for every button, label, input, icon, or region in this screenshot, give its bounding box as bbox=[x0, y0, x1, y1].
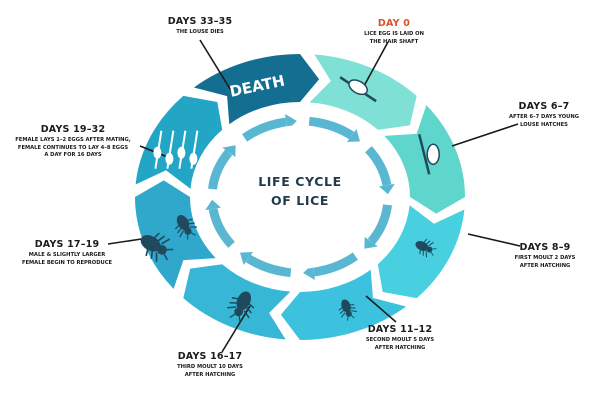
stage-days33-35: DAYS 33–35 THE LOUSE DIES bbox=[145, 16, 255, 37]
stage-desc-line: AFTER 6–7 DAYS YOUNG bbox=[509, 114, 579, 120]
inner-ring-arc bbox=[367, 204, 392, 245]
stage-desc-line: A DAY FOR 16 DAYS bbox=[44, 152, 102, 159]
stage-title: DAYS 8–9 bbox=[519, 242, 571, 253]
stage-desc-line: THE HAIR SHAFT bbox=[369, 38, 419, 45]
inner-ring-arrowhead bbox=[205, 199, 221, 211]
stage-title: DAYS 11–12 bbox=[367, 324, 433, 335]
inner-ring-arrowhead bbox=[303, 264, 315, 280]
stage-days17-19: DAYS 17–19 MALE & SLIGHTLY LARGER FEMALE… bbox=[8, 239, 126, 267]
inner-ring-arrowhead bbox=[222, 145, 236, 157]
inner-ring-arc bbox=[208, 207, 235, 248]
stage-title: DAYS 17–19 bbox=[34, 239, 100, 250]
louse-pair-icon bbox=[140, 215, 197, 262]
stage-days16-17: DAYS 16–17 THIRD MOULT 10 DAYS AFTER HAT… bbox=[155, 351, 265, 379]
stage-desc-line: FEMALE BEGIN TO REPRODUCE bbox=[21, 259, 113, 266]
inner-ring-arrowhead bbox=[364, 237, 378, 249]
cycle-segment-days19_32 bbox=[135, 95, 223, 189]
eggs-on-hairs-icon bbox=[153, 130, 199, 169]
stage-desc-line: AFTER HATCHING bbox=[374, 344, 426, 351]
connector-line-days11_12 bbox=[365, 295, 397, 323]
center-title-line2: OF LICE bbox=[270, 193, 330, 209]
stage-days6-7: DAYS 6–7 AFTER 6–7 DAYS YOUNG LOUSE HATC… bbox=[490, 101, 598, 129]
stage-title: DAYS 33–35 bbox=[167, 16, 233, 27]
center-title-line1: LIFE CYCLE bbox=[258, 174, 342, 189]
inner-ring-arrowhead bbox=[285, 114, 297, 130]
stage-days11-12: DAYS 11–12 SECOND MOULT 5 DAYS AFTER HAT… bbox=[345, 324, 455, 352]
stage-desc-line: FEMALE LAYS 1–2 EGGS AFTER MATING, bbox=[15, 137, 131, 143]
stage-desc-line: LOUSE HATCHES bbox=[520, 121, 568, 128]
stage-desc-line: FEMALE CONTINUES TO LAY 4–8 EGGS bbox=[17, 144, 129, 151]
stage-desc-line: LICE EGG IS LAID ON bbox=[364, 31, 424, 37]
inner-ring-arrowhead bbox=[379, 183, 395, 195]
hatching-egg-icon bbox=[417, 133, 440, 175]
stage-title: DAYS 16–17 bbox=[177, 351, 243, 362]
inner-ring-arc bbox=[208, 149, 233, 190]
inner-ring-arc bbox=[313, 252, 358, 277]
connector-line-days8_9 bbox=[467, 233, 521, 247]
connector-line-days6_7 bbox=[451, 123, 519, 147]
inner-ring-arrows bbox=[205, 114, 395, 280]
stage-desc-line: AFTER HATCHING bbox=[184, 371, 236, 378]
inner-ring-arc bbox=[365, 146, 392, 187]
nymph-icon bbox=[415, 238, 437, 258]
inner-ring-arc bbox=[245, 254, 292, 278]
cycle-segment-days33_35 bbox=[193, 54, 320, 125]
connector-line-day0 bbox=[363, 41, 389, 87]
inner-ring-arrowhead bbox=[240, 252, 253, 265]
stage-title: DAYS 6–7 bbox=[518, 101, 570, 112]
stage-desc-line: AFTER HATCHING bbox=[519, 262, 571, 269]
center-disc bbox=[228, 125, 372, 269]
stage-desc-line: MALE & SLIGHTLY LARGER bbox=[28, 252, 106, 258]
stage-title: DAY 0 bbox=[377, 18, 411, 29]
stage-desc-line: SECOND MOULT 5 DAYS bbox=[365, 337, 435, 343]
louse-icon bbox=[227, 291, 255, 323]
stage-desc-line: THIRD MOULT 10 DAYS bbox=[177, 364, 243, 370]
inner-ring-arrowhead bbox=[347, 129, 360, 142]
cycle-segment-days17_19 bbox=[135, 180, 216, 289]
stage-desc-line: FIRST MOULT 2 DAYS bbox=[514, 255, 576, 261]
connector-line-days33_35 bbox=[199, 39, 233, 93]
inner-ring-arc bbox=[242, 117, 287, 142]
stage-days19-32: DAYS 19–32 FEMALE LAYS 1–2 EGGS AFTER MA… bbox=[6, 124, 140, 160]
inner-ring-arc bbox=[308, 116, 355, 140]
stage-desc-line: THE LOUSE DIES bbox=[176, 29, 224, 35]
stage-title: DAYS 19–32 bbox=[40, 124, 106, 135]
nymph-icon bbox=[338, 299, 357, 321]
stage-day0: DAY 0 LICE EGG IS LAID ON THE HAIR SHAFT bbox=[334, 18, 454, 46]
center-title: LIFE CYCLE OF LICE bbox=[244, 172, 356, 211]
stage-days8-9: DAYS 8–9 FIRST MOULT 2 DAYS AFTER HATCHI… bbox=[495, 242, 595, 270]
egg-on-hair-icon bbox=[339, 76, 377, 103]
cycle-segment-days8_9 bbox=[377, 205, 465, 299]
